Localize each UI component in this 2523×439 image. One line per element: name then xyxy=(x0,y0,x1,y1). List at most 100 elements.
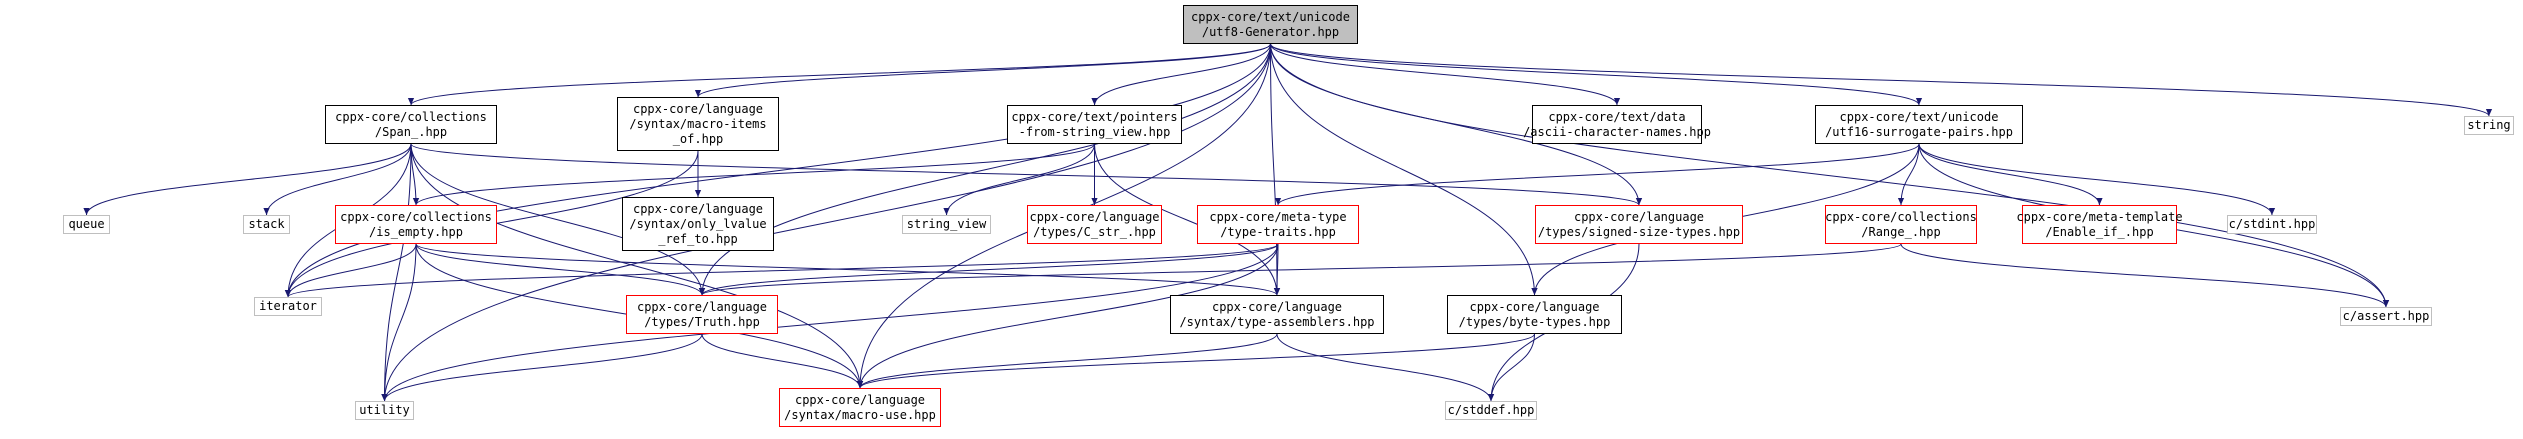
node-cstr[interactable]: cppx-core/language/types/C_str_.hpp xyxy=(1027,205,1162,244)
node-label-line: cppx-core/collections xyxy=(340,209,492,224)
node-label-line: cppx-core/language xyxy=(632,201,764,216)
node-label-line: -from-string_view.hpp xyxy=(1018,124,1171,139)
node-macrouse[interactable]: cppx-core/language/syntax/macro-use.hpp xyxy=(779,388,941,427)
node-label-line: iterator xyxy=(259,299,317,313)
edge-root-to-span xyxy=(408,43,1271,106)
node-stringview[interactable]: string_view xyxy=(902,215,991,234)
node-cstdint[interactable]: c/stdint.hpp xyxy=(2227,215,2317,234)
node-root: cppx-core/text/unicode/utf8-Generator.hp… xyxy=(1183,5,1358,44)
edge-root-to-string xyxy=(1270,43,2492,117)
node-label-line: /types/signed-size-types.hpp xyxy=(1537,224,1741,239)
node-label-line: c/stddef.hpp xyxy=(1447,403,1535,417)
edge-span-to-utility xyxy=(381,143,412,402)
node-cstddef[interactable]: c/stddef.hpp xyxy=(1445,401,1537,420)
node-label-line: /syntax/type-assemblers.hpp xyxy=(1179,314,1375,329)
edge-root-to-utility xyxy=(381,43,1271,402)
edge-typeassemblers-to-cstddef xyxy=(1276,333,1495,402)
node-label-line: /syntax/macro-items xyxy=(629,116,767,131)
node-cassert[interactable]: c/assert.hpp xyxy=(2340,307,2432,326)
edge-truth-to-macrouse xyxy=(701,333,864,389)
node-label-line: /syntax/macro-use.hpp xyxy=(784,407,936,422)
edge-span-to-stack xyxy=(263,143,412,216)
node-label-line: /is_empty.hpp xyxy=(369,224,463,239)
edge-truth-to-utility xyxy=(381,333,703,402)
edge-range-to-cassert xyxy=(1900,243,2390,308)
node-enableif[interactable]: cppx-core/meta-template/Enable_if_.hpp xyxy=(2016,205,2183,244)
edge-utf16-to-range xyxy=(1897,143,1920,206)
node-label-line: cppx-core/language xyxy=(794,392,926,407)
edge-typetraits-to-iterator xyxy=(285,243,1279,298)
node-stack[interactable]: stack xyxy=(243,215,290,234)
edge-root-to-utf16 xyxy=(1270,43,1923,106)
edge-typetraits-to-truth xyxy=(698,243,1279,296)
node-label-line: cppx-core/text/data xyxy=(1548,109,1686,124)
node-label-line: cppx-core/language xyxy=(1029,209,1160,224)
edge-pointers-to-stringview xyxy=(943,143,1095,216)
node-label-line: c/stdint.hpp xyxy=(2228,217,2316,231)
dependency-edges xyxy=(83,43,2492,402)
node-label-line: /ascii-character-names.hpp xyxy=(1523,124,1711,139)
edge-root-to-macroitems xyxy=(694,43,1271,98)
node-signedsize[interactable]: cppx-core/language/types/signed-size-typ… xyxy=(1535,205,1743,244)
node-onlylvalue[interactable]: cppx-core/language/syntax/only_lvalue_re… xyxy=(622,197,774,251)
node-truth[interactable]: cppx-core/language/types/Truth.hpp xyxy=(626,295,778,334)
edge-root-to-iterator xyxy=(284,43,1271,298)
node-label-line: _of.hpp xyxy=(672,131,724,146)
node-label-line: /utf16-surrogate-pairs.hpp xyxy=(1825,124,2013,139)
node-label-line: /utf8-Generator.hpp xyxy=(1201,24,1340,39)
node-macroitems[interactable]: cppx-core/language/syntax/macro-items_of… xyxy=(617,97,779,151)
edge-pointers-to-isempty xyxy=(412,143,1095,206)
node-isempty[interactable]: cppx-core/collections/is_empty.hpp xyxy=(335,205,497,244)
node-label-line: /Enable_if_.hpp xyxy=(2045,224,2154,239)
edge-isempty-to-iterator xyxy=(284,243,417,298)
node-label-line: cppx-core/text/unicode xyxy=(1191,9,1350,24)
node-span[interactable]: cppx-core/collections/Span_.hpp xyxy=(325,105,497,144)
node-label-line: cppx-core/meta-type xyxy=(1209,209,1347,224)
edge-root-to-asciinames xyxy=(1270,43,1621,106)
node-label-line: queue xyxy=(68,217,105,231)
node-label-line: /Span_.hpp xyxy=(374,124,448,139)
edge-range-to-truth xyxy=(699,243,1902,296)
edge-typetraits-to-typeassemblers xyxy=(1273,243,1281,296)
node-label-line: cppx-core/collections xyxy=(1825,209,1977,224)
node-label-line: /types/C_str_.hpp xyxy=(1033,224,1156,239)
node-utility[interactable]: utility xyxy=(355,401,414,420)
edge-isempty-to-truth xyxy=(415,243,706,296)
edge-span-to-queue xyxy=(83,143,412,216)
node-pointers[interactable]: cppx-core/text/pointers-from-string_view… xyxy=(1007,105,1182,144)
node-typeassemblers[interactable]: cppx-core/language/syntax/type-assembler… xyxy=(1170,295,1384,334)
edge-typetraits-to-utility xyxy=(381,243,1279,402)
edge-isempty-to-utility xyxy=(381,243,417,402)
node-label-line: /type-traits.hpp xyxy=(1220,224,1336,239)
edge-root-to-bytetypes xyxy=(1270,43,1538,296)
node-string[interactable]: string xyxy=(2464,116,2514,135)
node-label-line: cppx-core/language xyxy=(1469,299,1600,314)
node-range[interactable]: cppx-core/collections/Range_.hpp xyxy=(1825,205,1977,244)
node-utf16[interactable]: cppx-core/text/unicode/utf16-surrogate-p… xyxy=(1815,105,2023,144)
node-iterator[interactable]: iterator xyxy=(254,297,322,316)
node-label-line: cppx-core/meta-template xyxy=(2016,209,2183,224)
node-label-line: string xyxy=(2467,118,2511,132)
edge-root-to-typeassemblers xyxy=(1270,43,1281,296)
edge-bytetypes-to-cstddef xyxy=(1487,333,1535,402)
node-label-line: _ref_to.hpp xyxy=(658,231,738,246)
edge-root-to-pointers xyxy=(1091,43,1271,106)
node-asciinames[interactable]: cppx-core/text/data/ascii-character-name… xyxy=(1523,105,1711,144)
node-label-line: /Range_.hpp xyxy=(1861,224,1941,239)
edge-typeassemblers-to-macrouse xyxy=(856,333,1278,389)
node-label-line: /types/Truth.hpp xyxy=(644,314,760,329)
node-label-line: cppx-core/language xyxy=(636,299,768,314)
node-label-line: cppx-core/language xyxy=(1573,209,1705,224)
edge-isempty-to-typeassemblers xyxy=(415,243,1280,296)
node-label-line: cppx-core/collections xyxy=(335,109,487,124)
edge-root-to-cassert xyxy=(1270,43,2390,308)
node-label-line: cppx-core/text/unicode xyxy=(1839,109,1999,124)
node-typetraits[interactable]: cppx-core/meta-type/type-traits.hpp xyxy=(1197,205,1359,244)
edge-bytetypes-to-macrouse xyxy=(856,333,1535,389)
node-label-line: cppx-core/text/pointers xyxy=(1011,109,1178,124)
edge-span-to-macrouse xyxy=(410,143,864,389)
node-label-line: /types/byte-types.hpp xyxy=(1458,314,1611,329)
node-bytetypes[interactable]: cppx-core/language/types/byte-types.hpp xyxy=(1447,295,1622,334)
node-queue[interactable]: queue xyxy=(63,215,110,234)
